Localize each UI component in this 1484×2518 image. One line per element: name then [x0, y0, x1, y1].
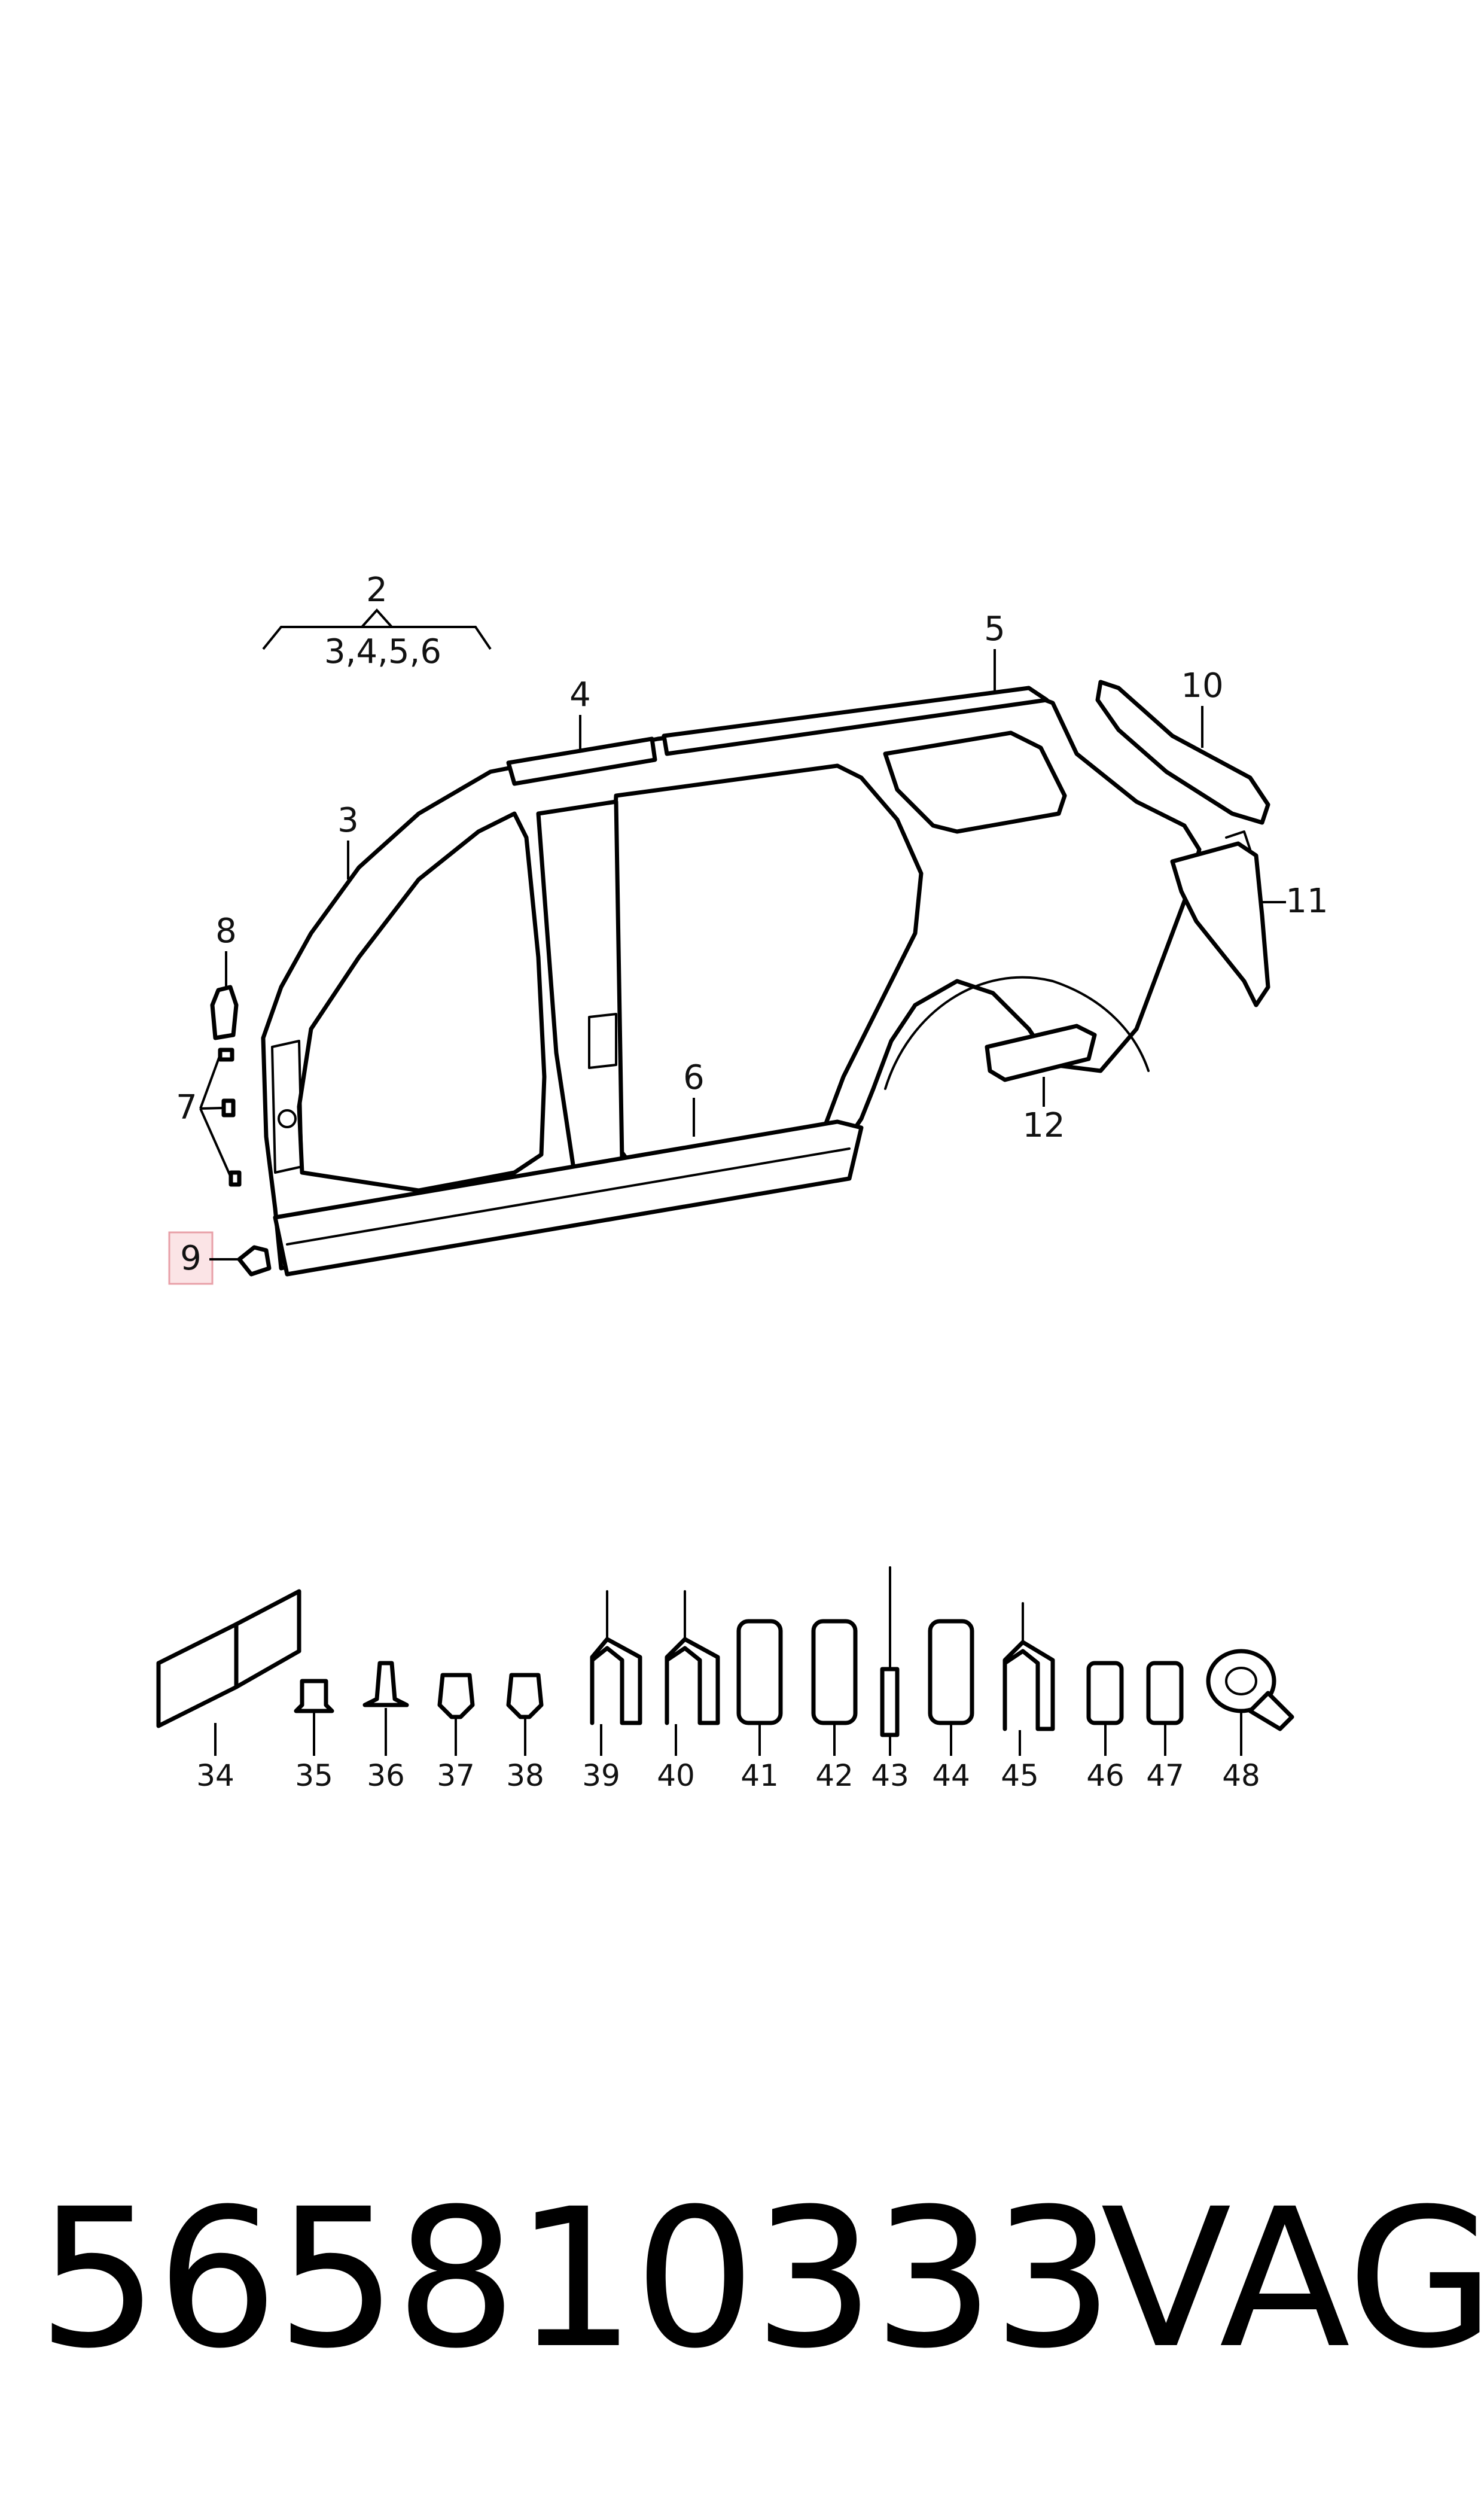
- part-34-sheet-b[interactable]: [234, 1589, 301, 1689]
- label-38[interactable]: 38: [506, 1758, 544, 1793]
- sill-line: [286, 1147, 851, 1246]
- callout-8[interactable]: 8: [215, 912, 237, 951]
- rear-roof-rail: [662, 686, 1049, 756]
- callout-7[interactable]: 7: [176, 1088, 197, 1127]
- b-pillar-detail: [588, 1013, 617, 1069]
- part-10-rear-corner[interactable]: [1095, 680, 1270, 825]
- part-47-can[interactable]: [1146, 1661, 1184, 1725]
- label-45[interactable]: 45: [1001, 1758, 1039, 1793]
- part-11-inner-panel[interactable]: [1170, 841, 1270, 1007]
- label-42[interactable]: 42: [815, 1758, 854, 1793]
- part-43-tube[interactable]: [880, 1667, 900, 1737]
- part-34-sheet[interactable]: [156, 1622, 239, 1728]
- part-12-fuel-flap[interactable]: [985, 1024, 1097, 1082]
- part-9-bracket[interactable]: [237, 1245, 272, 1277]
- callout-9-highlight[interactable]: [168, 1231, 214, 1285]
- part-44-can[interactable]: [928, 1619, 974, 1725]
- part-40-cartridge[interactable]: [665, 1637, 720, 1725]
- label-39[interactable]: 39: [582, 1758, 620, 1793]
- label-36[interactable]: 36: [367, 1758, 405, 1793]
- part-46-can[interactable]: [1086, 1661, 1124, 1725]
- callout-10[interactable]: 10: [1181, 666, 1223, 705]
- wheel-arch: [884, 976, 1150, 1090]
- part-7-clip-c[interactable]: [228, 1170, 242, 1187]
- front-door-opening: [297, 811, 547, 1193]
- part-48-tape-roll[interactable]: [1206, 1649, 1276, 1713]
- label-37[interactable]: 37: [437, 1758, 475, 1793]
- part-7-clip-b[interactable]: [221, 1098, 236, 1118]
- small-parts-row: [156, 1566, 1294, 1756]
- callout-12[interactable]: 12: [1022, 1106, 1065, 1145]
- callout-9[interactable]: 9: [180, 1239, 202, 1278]
- part-11-detail: [1225, 830, 1251, 851]
- a-pillar-detail: [271, 1040, 303, 1174]
- label-41[interactable]: 41: [741, 1758, 779, 1793]
- callout-2[interactable]: 2: [366, 571, 388, 610]
- label-48[interactable]: 48: [1222, 1758, 1260, 1793]
- roof-rail: [506, 736, 657, 786]
- brand-name: VAG: [1101, 2168, 1484, 2391]
- label-44[interactable]: 44: [932, 1758, 970, 1793]
- label-43[interactable]: 43: [871, 1758, 909, 1793]
- part-48-tape-core: [1225, 1667, 1257, 1695]
- part-45-cartridge[interactable]: [1002, 1640, 1055, 1731]
- label-47[interactable]: 47: [1146, 1758, 1184, 1793]
- callout-5[interactable]: 5: [984, 610, 1005, 648]
- part-42-can[interactable]: [811, 1619, 858, 1725]
- callout-11[interactable]: 11: [1285, 882, 1328, 921]
- rear-door-opening: [605, 763, 924, 1163]
- callout-7-leaders: [199, 1054, 232, 1178]
- part-36-stud[interactable]: [362, 1661, 409, 1707]
- callout-3[interactable]: 3: [337, 801, 359, 840]
- part-37-nut[interactable]: [437, 1673, 475, 1719]
- side-sill: [273, 1119, 864, 1277]
- callout-2-sub: 3,4,5,6: [324, 632, 441, 671]
- a-pillar-hole: [278, 1109, 297, 1128]
- side-panel-assembly[interactable]: [261, 686, 1202, 1277]
- callout-4[interactable]: 4: [569, 675, 591, 714]
- part-48-tape-end[interactable]: [1248, 1691, 1294, 1731]
- part-number: 565810333: [37, 2168, 1114, 2391]
- label-46[interactable]: 46: [1086, 1758, 1125, 1793]
- quarter-window: [883, 730, 1067, 834]
- callout-2-bracket: [262, 608, 492, 650]
- part-35-rivet[interactable]: [294, 1679, 334, 1713]
- label-40[interactable]: 40: [657, 1758, 695, 1793]
- part-7-clip-a[interactable]: [218, 1048, 234, 1062]
- label-35[interactable]: 35: [295, 1758, 333, 1793]
- part-8-bracket[interactable]: [210, 985, 239, 1040]
- part-38-nut[interactable]: [506, 1673, 544, 1719]
- callout-6[interactable]: 6: [683, 1058, 705, 1097]
- label-34[interactable]: 34: [196, 1758, 234, 1793]
- part-39-cartridge[interactable]: [590, 1637, 642, 1725]
- part-41-can[interactable]: [736, 1619, 783, 1725]
